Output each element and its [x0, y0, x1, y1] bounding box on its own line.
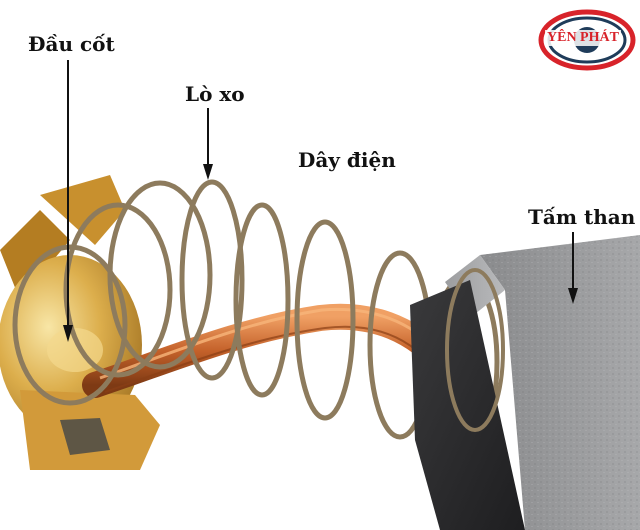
brass-terminal: [0, 175, 160, 470]
spring-label: Lò xo: [185, 82, 245, 106]
annotation-arrows: [63, 60, 578, 342]
wire-label: Dây điện: [298, 148, 396, 172]
terminal-label: Đầu cốt: [28, 32, 115, 56]
carbon-label: Tấm than: [528, 205, 636, 229]
copper-wire: [82, 303, 453, 398]
logo-text: YÊN PHÁT: [545, 30, 621, 46]
carbon-block: [410, 235, 640, 530]
